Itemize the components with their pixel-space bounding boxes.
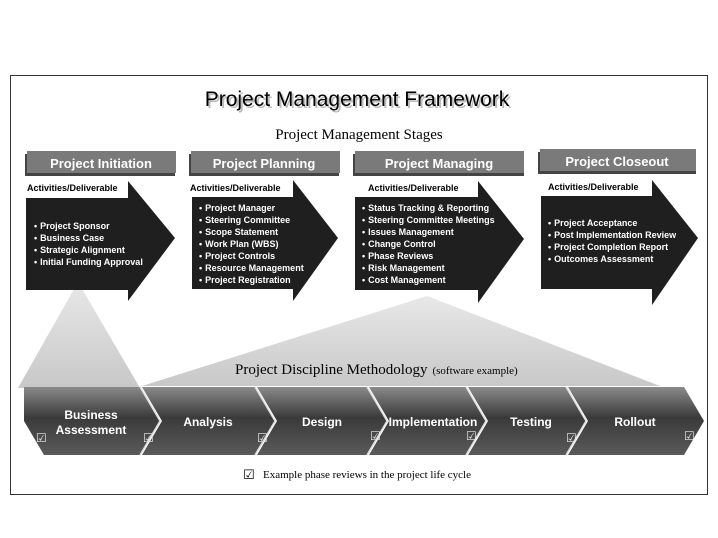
phase-label: Assessment [56, 423, 127, 437]
managing-cone [142, 296, 660, 386]
bullet-item: •Project Sponsor [34, 221, 110, 231]
bullet-item: •Resource Management [199, 263, 304, 273]
bullet-item: •Cost Management [362, 275, 446, 285]
bullet-item: •Project Acceptance [548, 218, 637, 228]
legend-text: Example phase reviews in the project lif… [263, 469, 471, 481]
phase-review-checkbox-icon: ☑ [370, 429, 381, 443]
phase-review-checkbox-icon: ☑ [466, 429, 477, 443]
phase-label: Design [302, 415, 342, 429]
phase-review-checkbox-icon: ☑ [566, 431, 577, 445]
phase-review-checkbox-icon: ☑ [684, 429, 695, 443]
legend: ☑ Example phase reviews in the project l… [243, 468, 471, 483]
bullet-item: •Post Implementation Review [548, 230, 677, 240]
stage-title: Project Initiation [50, 156, 152, 171]
phase-label: Testing [510, 415, 552, 429]
bullet-item: •Work Plan (WBS) [199, 239, 279, 249]
activities-label: Activities/Deliverable [548, 182, 639, 192]
stages-subtitle: Project Management Stages [275, 127, 443, 143]
stage-planning: Project Planning Activities/Deliverable … [189, 151, 340, 301]
bullet-item: •Phase Reviews [362, 251, 433, 261]
stage-arrow [192, 180, 338, 301]
stage-header [191, 151, 340, 173]
bullet-item: •Outcomes Assessment [548, 254, 653, 264]
bullet-item: •Project Registration [199, 275, 291, 285]
bullet-item: •Risk Management [362, 263, 445, 273]
page-title: Project Management Framework [205, 88, 510, 111]
checkbox-icon: ☑ [243, 468, 255, 483]
phase-chevron [468, 387, 586, 455]
initiation-cone [18, 282, 140, 388]
phase-label: Analysis [183, 415, 233, 429]
activities-label: Activities/Deliverable [368, 183, 459, 193]
bullet-item: •Strategic Alignment [34, 245, 125, 255]
stage-title: Project Closeout [565, 154, 669, 169]
phase-label: Business [64, 408, 118, 422]
stage-arrow [541, 180, 698, 305]
phase-divider [254, 386, 276, 456]
phase-label: Implementation [389, 415, 478, 429]
phase-review-checkbox-icon: ☑ [257, 431, 268, 445]
phase-chevron [568, 387, 704, 455]
stage-arrow [26, 181, 175, 301]
phase-divider [465, 386, 487, 456]
bullet-item: •Project Completion Report [548, 242, 668, 252]
phase-divider [565, 386, 587, 456]
bullet-item: •Steering Committee [199, 215, 290, 225]
phase-label: Rollout [614, 415, 655, 429]
activities-label: Activities/Deliverable [190, 183, 281, 193]
bullet-item: •Issues Management [362, 227, 454, 237]
phase-review-checkbox-icon: ☑ [36, 431, 47, 445]
phase-divider [366, 386, 388, 456]
phase-chevron [142, 387, 275, 455]
stage-title: Project Managing [385, 156, 493, 171]
phase-divider [139, 386, 161, 456]
phase-review-checkbox-icon: ☑ [143, 431, 154, 445]
stage-managing: Project Managing Activities/Deliverable … [353, 151, 524, 303]
phase-chevron [24, 387, 160, 455]
bullet-item: •Business Case [34, 233, 104, 243]
stage-initiation: Project Initiation Activities/Deliverabl… [25, 151, 176, 301]
methodology-label: Project Discipline Methodology(software … [235, 362, 518, 378]
activities-label: Activities/Deliverable [27, 183, 118, 193]
phase-chevron [257, 387, 387, 455]
title-shadow: Project Management Framework [207, 90, 512, 113]
bullet-item: •Initial Funding Approval [34, 257, 143, 267]
stage-header [540, 149, 696, 171]
bullet-item: •Change Control [362, 239, 436, 249]
phase-band: Business Assessment Analysis Design Impl… [24, 386, 704, 456]
bullet-item: •Status Tracking & Reporting [362, 203, 489, 213]
phase-chevron [369, 387, 486, 455]
stage-title: Project Planning [213, 156, 316, 171]
stage-arrow [355, 181, 524, 303]
stage-header [27, 151, 176, 173]
bullet-item: •Steering Committee Meetings [362, 215, 495, 225]
stage-header [355, 151, 524, 173]
bullet-item: •Project Manager [199, 203, 276, 213]
stage-closeout: Project Closeout Activities/Deliverable … [538, 149, 698, 305]
bullet-item: •Scope Statement [199, 227, 278, 237]
bullet-item: •Project Controls [199, 251, 275, 261]
